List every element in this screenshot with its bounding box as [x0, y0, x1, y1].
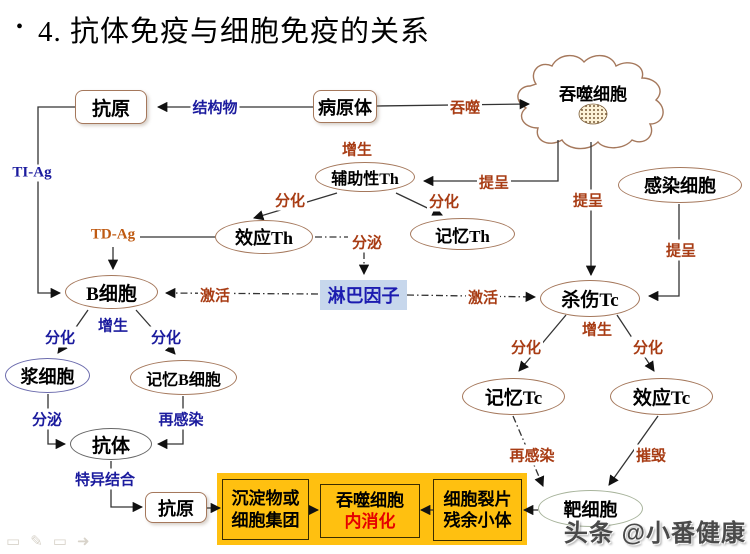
digest-line2: 内消化: [344, 512, 396, 531]
label-present-to-th: 提呈: [476, 171, 512, 193]
label-diff-tc-left: 分化: [508, 336, 544, 358]
node-helper-th: 辅助性Th: [315, 162, 415, 192]
next-slide-icon[interactable]: ➜: [76, 532, 90, 550]
node-effector-tc: 效应Tc: [610, 378, 713, 415]
label-present-to-tc: 提呈: [570, 189, 606, 211]
label-ti-ag: TI-Ag: [10, 164, 54, 182]
label-diff-b-left: 分化: [42, 326, 78, 348]
node-memory-th: 记忆Th: [410, 218, 515, 250]
node-memory-tc: 记忆Tc: [462, 378, 565, 415]
label-proliferate-tc: 增生: [579, 318, 615, 340]
node-antigen-top: 抗原: [75, 90, 147, 124]
node-phagocyte-label: 吞噬细胞: [559, 84, 627, 104]
phagocyte-cell-shape: [517, 55, 664, 150]
digest-line1: 吞噬细胞: [336, 490, 404, 510]
precipitate-line2: 细胞集团: [231, 510, 300, 530]
edge-effectortc-targetcell: [608, 415, 659, 486]
pen-tool-icon[interactable]: ✎: [30, 532, 43, 550]
label-activate-tc: 激活: [465, 286, 501, 308]
fragments-line1: 细胞裂片: [443, 489, 512, 509]
node-antigen-bottom: 抗原: [145, 492, 207, 523]
edge-phagocyte-helperth: [422, 140, 559, 187]
node-lymphokine: 淋巴因子: [320, 280, 407, 310]
presenter-toolbar: ▭ ✎ ▭ ➜: [6, 532, 90, 550]
slide-nav-icon[interactable]: ▭: [6, 532, 21, 550]
edge-infected-killertc: [647, 204, 680, 302]
slide-title: • 4. 抗体免疫与细胞免疫的关系: [16, 8, 430, 50]
label-engulf: 吞噬: [447, 96, 483, 118]
node-target-cell: 靶细胞: [538, 490, 643, 527]
label-td-ag: TD-Ag: [88, 226, 138, 244]
label-activate-b: 激活: [197, 284, 233, 306]
slide-menu-icon[interactable]: ▭: [52, 532, 67, 550]
node-b-cell: B细胞: [65, 275, 158, 309]
label-destroy: 摧毁: [633, 444, 669, 466]
label-secrete-th: 分泌: [349, 231, 385, 253]
node-phagocyte-digest: 吞噬细胞 内消化: [320, 484, 420, 538]
bullet-icon: •: [16, 15, 25, 38]
edge-memorytc-targetcell: [512, 415, 545, 487]
phagocyte-nucleus: [578, 103, 608, 125]
label-structure: 结构物: [190, 96, 240, 118]
node-infected-cell: 感染细胞: [618, 167, 742, 203]
node-pathogen: 病原体: [313, 90, 377, 123]
label-reinfect-b: 再感染: [156, 408, 206, 430]
label-reinfect-tc: 再感染: [507, 444, 557, 466]
precipitate-line1: 沉淀物或: [231, 489, 300, 509]
label-diff-th-right: 分化: [426, 190, 462, 212]
label-diff-b-right: 分化: [148, 326, 184, 348]
edge-ti-ag-bcell: [37, 106, 75, 299]
node-effector-th: 效应Th: [215, 220, 313, 254]
label-proliferate-th: 增生: [339, 138, 375, 160]
label-diff-th-left: 分化: [272, 189, 308, 211]
label-secrete-plasma: 分泌: [29, 408, 65, 430]
node-killer-tc: 杀伤Tc: [540, 280, 640, 317]
node-cell-fragments: 细胞裂片 残余小体: [433, 479, 522, 541]
node-antibody: 抗体: [70, 428, 152, 460]
fragments-line2: 残余小体: [443, 511, 512, 530]
node-precipitate: 沉淀物或 细胞集团: [222, 479, 309, 540]
label-proliferate-b: 增生: [95, 314, 131, 336]
edge-lymphokine-bcell: [164, 287, 319, 299]
label-diff-tc-right: 分化: [630, 336, 666, 358]
watermark: 头条 @小番健康: [563, 520, 746, 547]
node-plasma-cell: 浆细胞: [5, 358, 90, 393]
node-memory-b-cell: 记忆B细胞: [130, 360, 237, 395]
label-present-infected: 提呈: [663, 239, 699, 261]
page-title: 4. 抗体免疫与细胞免疫的关系: [38, 16, 431, 48]
label-specific-binding: 特异结合: [72, 468, 138, 490]
